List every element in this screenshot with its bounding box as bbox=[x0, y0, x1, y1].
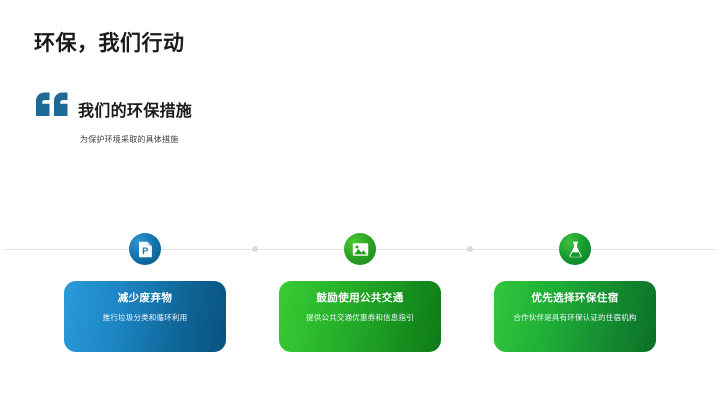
section-heading: 我们的环保措施 bbox=[78, 103, 193, 120]
measure-card-title: 优先选择环保住宿 bbox=[531, 292, 619, 304]
page-title: 环保，我们行动 bbox=[34, 32, 185, 55]
timeline-node-1[interactable]: P bbox=[129, 233, 161, 265]
timeline-node-3[interactable] bbox=[559, 233, 591, 265]
measure-card-description: 合作伙伴是具有环保认证的住宿机构 bbox=[513, 313, 637, 322]
measure-card-2[interactable]: 鼓励使用公共交通 提供公共交通优惠券和信息指引 bbox=[279, 281, 441, 352]
measure-card-description: 推行垃圾分类和循环利用 bbox=[102, 313, 188, 322]
flask-lab-icon bbox=[568, 241, 583, 258]
measure-card-description: 提供公共交通优惠券和信息指引 bbox=[306, 313, 414, 322]
quote-mark-icon bbox=[35, 92, 71, 120]
measure-card-title: 鼓励使用公共交通 bbox=[316, 292, 404, 304]
timeline-separator-dot bbox=[467, 246, 473, 252]
document-p-icon: P bbox=[138, 241, 153, 258]
measure-card-1[interactable]: 减少废弃物 推行垃圾分类和循环利用 bbox=[64, 281, 226, 352]
timeline-separator-dot bbox=[252, 246, 258, 252]
image-photo-icon bbox=[352, 242, 369, 257]
timeline-node-2[interactable] bbox=[344, 233, 376, 265]
measure-card-3[interactable]: 优先选择环保住宿 合作伙伴是具有环保认证的住宿机构 bbox=[494, 281, 656, 352]
svg-text:P: P bbox=[142, 246, 148, 256]
measure-card-title: 减少废弃物 bbox=[117, 292, 173, 304]
section-subheading: 为保护环境采取的具体措施 bbox=[80, 135, 179, 144]
